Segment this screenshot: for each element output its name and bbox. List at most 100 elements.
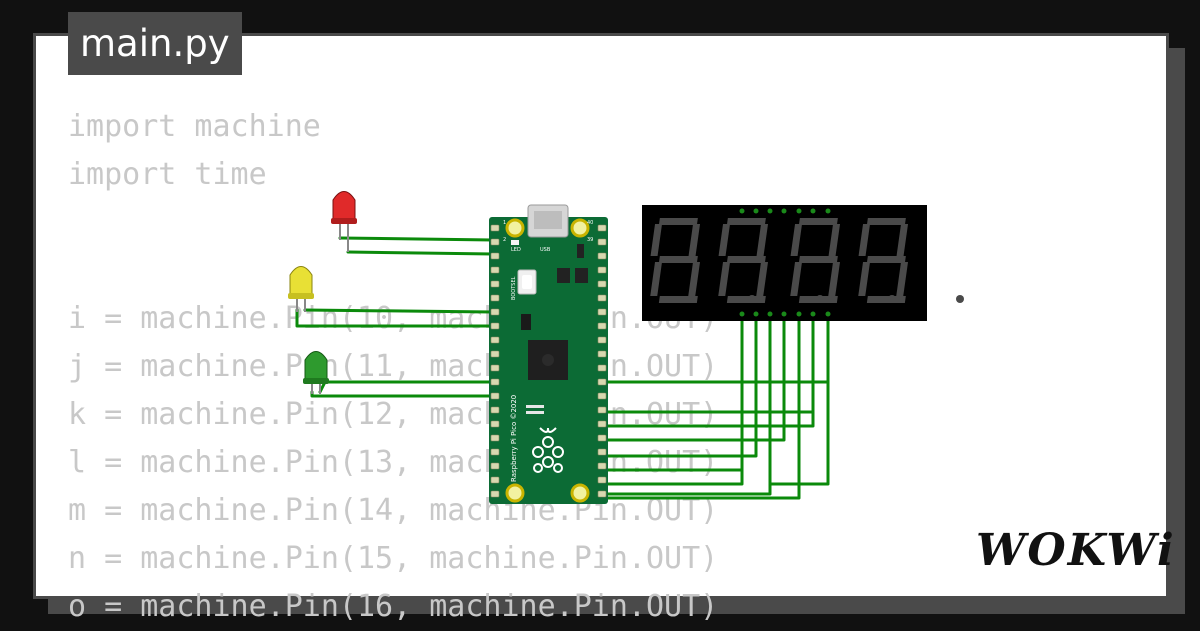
mount-hole: [505, 483, 525, 503]
digit-segment: [896, 224, 909, 256]
display-digits: [650, 218, 964, 303]
board-pin[interactable]: [597, 490, 607, 498]
board-pin[interactable]: [490, 378, 500, 386]
code-line: [68, 247, 718, 295]
digit-segment: [688, 262, 701, 296]
display-pin[interactable]: [739, 208, 745, 214]
wire[interactable]: [604, 312, 744, 472]
board-pin[interactable]: [597, 252, 607, 260]
code-line: i = machine.Pin(10, machine.Pin.OUT): [68, 301, 719, 336]
board-pin[interactable]: [490, 294, 500, 302]
led-green[interactable]: [303, 351, 329, 395]
code-line: o = machine.Pin(16, machine.Pin.OUT): [68, 589, 719, 624]
wire[interactable]: [295, 308, 495, 328]
led-label: LED: [511, 247, 521, 253]
led-yellow[interactable]: [288, 266, 314, 313]
display-pin[interactable]: [796, 208, 802, 214]
pin-label: 1: [503, 220, 506, 226]
digit-segment: [756, 224, 769, 256]
board-pin[interactable]: [597, 420, 607, 428]
board-pin[interactable]: [597, 378, 607, 386]
board-pin[interactable]: [490, 336, 500, 344]
display-pin[interactable]: [781, 208, 787, 214]
pin-header-left: [490, 224, 500, 498]
board-pin[interactable]: [490, 364, 500, 372]
display-pin[interactable]: [825, 311, 831, 317]
file-tab-main-py[interactable]: main.py: [68, 12, 242, 75]
board-pin[interactable]: [490, 448, 500, 456]
board-pin[interactable]: [490, 490, 500, 498]
mount-hole: [570, 218, 590, 238]
display-pins: [739, 208, 831, 317]
digit-segment: [658, 256, 698, 263]
digit-segment: [726, 256, 766, 263]
board-pin[interactable]: [597, 294, 607, 302]
display-pin[interactable]: [825, 208, 831, 214]
display-pin[interactable]: [810, 311, 816, 317]
digit-segment: [658, 296, 698, 303]
board-pin[interactable]: [597, 280, 607, 288]
led-red[interactable]: [331, 191, 357, 253]
board-pin[interactable]: [490, 238, 500, 246]
digit-segment: [858, 262, 871, 296]
board-pin[interactable]: [490, 252, 500, 260]
digit-segment: [828, 224, 841, 256]
display-pin[interactable]: [753, 311, 759, 317]
board-pin[interactable]: [597, 406, 607, 414]
board-pin[interactable]: [490, 350, 500, 358]
wire[interactable]: [768, 312, 830, 486]
board-pin[interactable]: [597, 434, 607, 442]
board-pin[interactable]: [490, 308, 500, 316]
digit-segment: [866, 218, 906, 225]
display-pin[interactable]: [796, 311, 802, 317]
board-pin[interactable]: [597, 336, 607, 344]
code-line: j = machine.Pin(11, machine.Pin.OUT): [68, 349, 719, 384]
display-pin[interactable]: [753, 208, 759, 214]
board-pin[interactable]: [597, 308, 607, 316]
digit-segment: [790, 262, 803, 296]
mount-hole: [505, 218, 525, 238]
board-pin[interactable]: [597, 462, 607, 470]
board-pin[interactable]: [490, 434, 500, 442]
code-line: n = machine.Pin(15, machine.Pin.OUT): [68, 541, 719, 576]
display-pin[interactable]: [767, 208, 773, 214]
board-pin[interactable]: [490, 476, 500, 484]
wire[interactable]: [338, 236, 495, 242]
pin-header-right: [597, 224, 607, 498]
board-pin[interactable]: [597, 322, 607, 330]
digit-segment: [858, 224, 871, 256]
board-pin[interactable]: [597, 476, 607, 484]
board-pin[interactable]: [597, 224, 607, 232]
board-pin[interactable]: [597, 364, 607, 372]
board-pin[interactable]: [490, 392, 500, 400]
board-pin[interactable]: [490, 266, 500, 274]
board-pin[interactable]: [490, 322, 500, 330]
code-line: import time: [68, 157, 267, 192]
digit-segment: [650, 224, 663, 256]
display-pin[interactable]: [767, 311, 773, 317]
display-pin[interactable]: [739, 311, 745, 317]
board-pin[interactable]: [597, 238, 607, 246]
board-pin[interactable]: [490, 406, 500, 414]
digit-segment: [866, 256, 906, 263]
display-pin[interactable]: [781, 311, 787, 317]
seven-segment-display[interactable]: [642, 205, 964, 321]
wire[interactable]: [303, 308, 495, 314]
board-pin[interactable]: [597, 266, 607, 274]
digit-segment: [798, 296, 838, 303]
wire[interactable]: [346, 250, 495, 256]
board-pin[interactable]: [597, 448, 607, 456]
board-pin[interactable]: [490, 224, 500, 232]
board-pin[interactable]: [490, 280, 500, 288]
board-pin[interactable]: [597, 392, 607, 400]
bootsel-label: BOOTSEL: [511, 276, 517, 300]
raspberry-pi-pico-board[interactable]: LED USB 1 2 40 39 BOOTSEL Raspberry Pi P…: [489, 204, 608, 504]
board-pin[interactable]: [597, 350, 607, 358]
digit-segment: [896, 262, 909, 296]
display-pin[interactable]: [810, 208, 816, 214]
wire[interactable]: [604, 312, 815, 414]
pin-label: 40: [587, 220, 593, 226]
board-pin[interactable]: [490, 420, 500, 428]
board-pin[interactable]: [490, 462, 500, 470]
digit-segment: [718, 224, 731, 256]
